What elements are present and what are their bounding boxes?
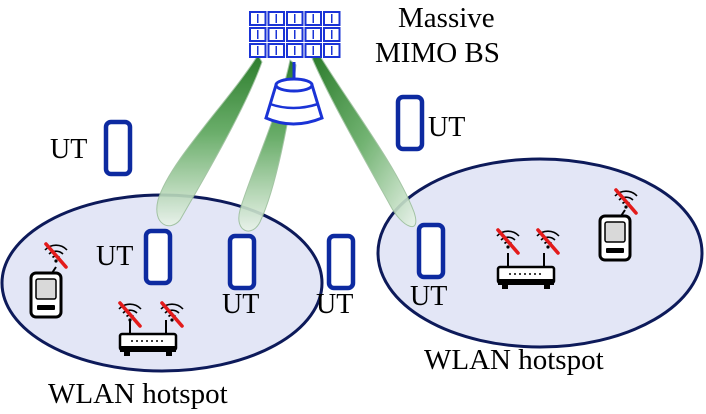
ut-label-between-hotspots: UT — [316, 289, 353, 320]
pda-icon — [29, 265, 63, 319]
ut-label-hotspot-right: UT — [410, 281, 447, 312]
pda-icon — [598, 208, 632, 262]
ut-label-hotspot-left-1: UT — [96, 241, 133, 272]
hotspot-right-label: WLAN hotspot — [424, 344, 604, 376]
base-station-icon — [264, 62, 324, 126]
phone-icon — [398, 97, 422, 149]
beam-right — [311, 55, 417, 228]
bs-label-line2: MIMO BS — [375, 37, 500, 69]
ut-label-upper-left: UT — [50, 134, 87, 165]
bs-label-line1: Massive — [398, 2, 495, 34]
phone-icon — [230, 236, 254, 288]
phone-icon — [106, 122, 130, 174]
hotspot-right-area — [376, 157, 704, 349]
beam-left — [156, 54, 263, 227]
ut-label-upper-right: UT — [428, 112, 465, 143]
hotspot-left-label: WLAN hotspot — [48, 378, 228, 410]
phone-icon — [329, 236, 353, 288]
phone-icon — [146, 231, 170, 283]
ut-label-hotspot-left-2: UT — [222, 289, 259, 320]
antenna-array-icon — [249, 11, 341, 58]
phone-icon — [419, 225, 443, 277]
